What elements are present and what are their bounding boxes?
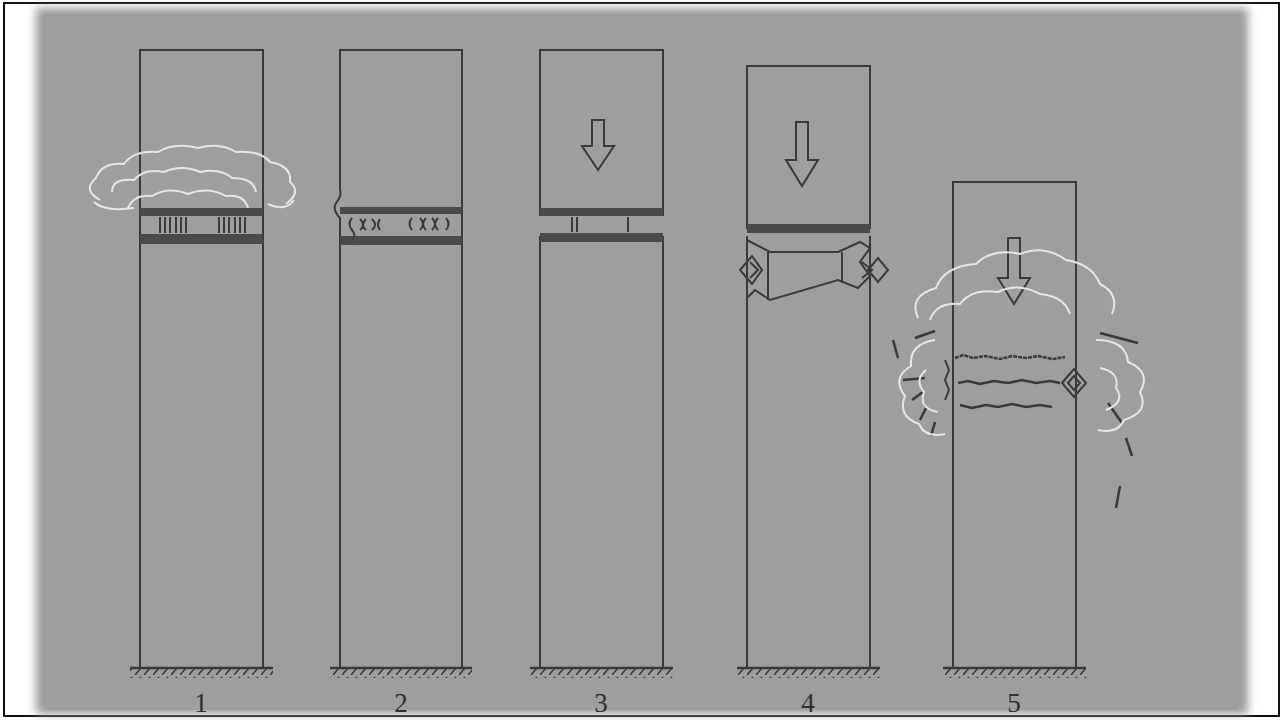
down-arrows (582, 120, 1030, 304)
debris-part (893, 340, 898, 358)
ground-part (737, 669, 880, 678)
stage-number: 5 (1007, 690, 1021, 717)
dust-cloud-part (1096, 340, 1144, 431)
floor-slabs-part (747, 224, 870, 233)
ground-part (530, 669, 673, 678)
down-arrows-part (582, 120, 614, 170)
floor-slabs-part (540, 233, 663, 242)
floor-slabs-part (540, 208, 663, 216)
ground-part (943, 669, 1086, 678)
debris-part (920, 408, 926, 420)
dust-cloud-part (128, 190, 248, 208)
background (46, 14, 1238, 710)
floor-columns-part (219, 217, 245, 233)
down-arrows-part (998, 238, 1030, 304)
ground (130, 668, 1086, 678)
dust-cloud-part (1100, 368, 1119, 410)
ground-part (943, 667, 1086, 670)
dust-cloud-part (94, 200, 294, 209)
dust-cloud-part (90, 146, 295, 204)
building (140, 50, 263, 668)
debris (893, 331, 1138, 508)
ground-part (130, 669, 273, 678)
upper-block (747, 66, 870, 228)
dust-cloud (90, 146, 295, 209)
upper-block (540, 50, 663, 215)
debris-part (912, 392, 923, 400)
debris-part (903, 378, 925, 380)
lower-block (540, 236, 663, 668)
floor-columns-part (160, 217, 186, 233)
rubble-part (955, 355, 1065, 359)
floor-columns-part (410, 218, 449, 230)
floor-slabs-part (140, 234, 263, 244)
stage-number: 1 (194, 690, 208, 717)
lower-block (747, 236, 870, 668)
crushed-floor-part (747, 240, 870, 300)
stage-number: 3 (594, 690, 608, 717)
stage-number: 2 (394, 690, 408, 717)
dust-cloud-part (112, 168, 256, 192)
crushed-floor-part (768, 252, 842, 300)
ground-part (737, 667, 880, 670)
dust-cloud-part (930, 287, 1070, 320)
rubble-part (958, 380, 1060, 384)
dust-cloud-part (919, 370, 938, 412)
background-shadow (36, 8, 1248, 714)
rubble-part (1062, 369, 1086, 397)
ground-part (130, 667, 273, 670)
dust-cloud-part (915, 250, 1114, 318)
debris-part (915, 331, 935, 338)
stage-number: 4 (801, 690, 815, 717)
ground-part (330, 667, 472, 670)
debris-part (1116, 486, 1120, 508)
ground-part (530, 667, 673, 670)
crushed-floor-part (740, 256, 888, 284)
floor-columns-part (572, 217, 628, 232)
dust-cloud (899, 250, 1144, 435)
down-arrows-part (786, 122, 818, 186)
rubble-part (945, 360, 949, 400)
dust-cloud-part (899, 340, 945, 435)
building-lines (140, 50, 1076, 668)
floor-slabs-part (340, 236, 462, 245)
building (335, 50, 462, 668)
floor-slabs-part (340, 207, 462, 214)
ground-part (330, 669, 472, 678)
floor-columns (160, 217, 628, 240)
floor-columns-part (350, 218, 381, 240)
rubble (945, 355, 1086, 408)
frame (4, 3, 1279, 716)
debris-part (1126, 438, 1132, 456)
floor-slabs (140, 207, 870, 245)
floor-slabs-part (140, 208, 263, 216)
crushed-floor (740, 240, 888, 300)
rubble-part (960, 404, 1052, 408)
